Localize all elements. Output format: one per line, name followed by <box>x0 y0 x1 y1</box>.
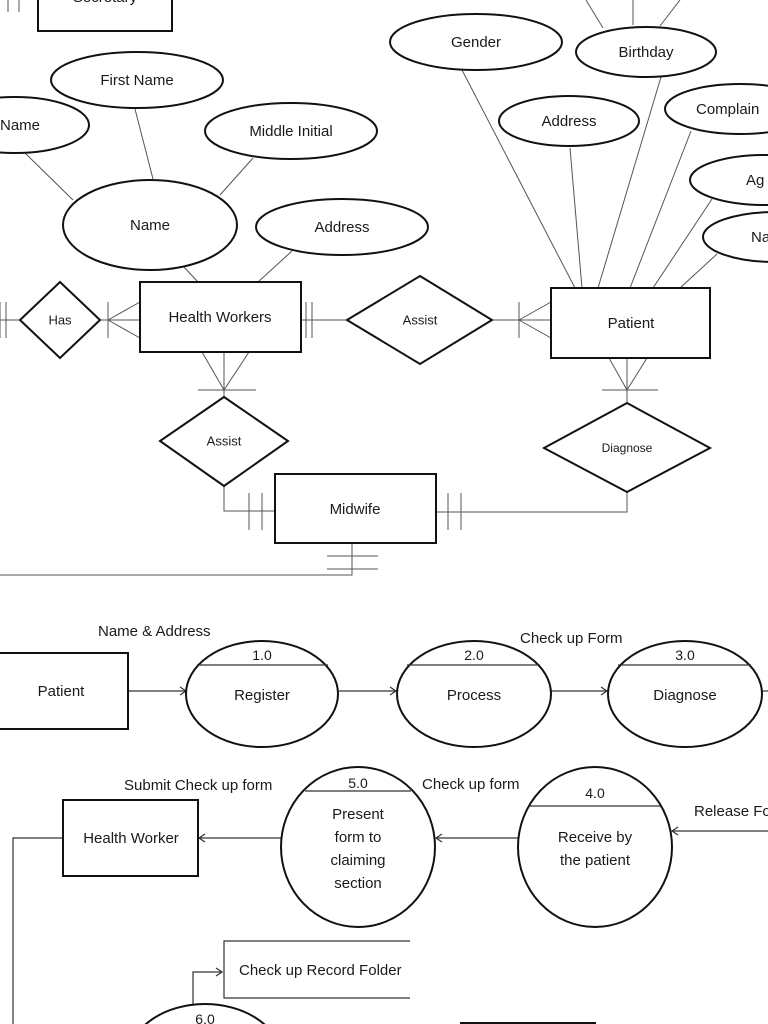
attribute-last-name[interactable]: Name <box>0 96 90 154</box>
entity-health-workers[interactable]: Health Workers <box>139 281 302 353</box>
process-id: 2.0 <box>464 647 484 663</box>
attribute-age[interactable]: Ag <box>689 154 768 206</box>
entity-midwife[interactable]: Midwife <box>274 473 437 544</box>
flow-label-submit-check-up-form: Submit Check up form <box>124 777 272 794</box>
process-label: form to <box>335 829 382 846</box>
attribute-label: Address <box>314 219 369 236</box>
attribute-label: Ag <box>746 172 764 189</box>
attribute-label: Name <box>130 217 170 234</box>
process-6[interactable]: 6.0 <box>128 1003 282 1024</box>
relationship-assist-midwife[interactable]: Assist <box>158 395 290 488</box>
flow-label-name-address: Name & Address <box>98 623 211 640</box>
relationship-label: Has <box>48 312 72 327</box>
process-label: claiming <box>330 852 385 869</box>
entity-patient[interactable]: Patient <box>550 287 711 359</box>
attribute-first-name[interactable]: First Name <box>50 51 224 109</box>
attribute-name[interactable]: Name <box>62 179 238 271</box>
process-label: Process <box>447 687 501 704</box>
flow-label-release-form: Release Fo <box>694 803 768 820</box>
attribute-label: Complain <box>696 101 759 118</box>
attribute-label: Name <box>0 117 40 134</box>
relationship-label: Assist <box>403 312 438 327</box>
attribute-patient-name[interactable]: Na <box>702 211 768 263</box>
process-id: 6.0 <box>195 1011 215 1024</box>
attribute-hw-address[interactable]: Address <box>255 198 429 256</box>
process-label: section <box>334 875 382 892</box>
process-1[interactable]: 1.0 Register <box>185 640 339 748</box>
dfd-flows <box>12 686 768 1024</box>
external-entity-label: Patient <box>38 683 86 700</box>
data-store-check-up-record-folder[interactable]: Check up Record Folder <box>223 940 410 999</box>
process-label: Receive by <box>558 829 633 846</box>
attribute-label: Address <box>541 113 596 130</box>
process-id: 1.0 <box>252 647 272 663</box>
relationship-label: Diagnose <box>602 441 653 455</box>
flow-label-check-up-form-top: Check up Form <box>520 630 623 647</box>
external-entity-patient[interactable]: Patient <box>0 652 129 730</box>
entity-secretary[interactable]: Secretary <box>37 0 173 32</box>
attribute-patient-address[interactable]: Address <box>498 95 640 147</box>
process-label: the patient <box>560 852 631 869</box>
entity-label: Secretary <box>73 0 138 6</box>
process-id: 3.0 <box>675 647 695 663</box>
attribute-label: Na <box>751 229 768 246</box>
attribute-gender[interactable]: Gender <box>389 13 563 71</box>
relationship-label: Assist <box>207 433 242 448</box>
process-3[interactable]: 3.0 Diagnose <box>607 640 763 748</box>
process-label: Present <box>332 806 385 823</box>
relationship-diagnose[interactable]: Diagnose <box>541 401 713 494</box>
attribute-label: Middle Initial <box>249 123 332 140</box>
process-id: 5.0 <box>348 775 368 791</box>
process-4[interactable]: 4.0 Receive by the patient <box>517 766 673 928</box>
attribute-label: First Name <box>100 72 173 89</box>
entity-label: Patient <box>608 315 656 332</box>
attribute-label: Gender <box>451 34 501 51</box>
attribute-birthday[interactable]: Birthday <box>575 26 717 78</box>
data-store-label: Check up Record Folder <box>239 962 402 979</box>
entity-label: Midwife <box>330 501 381 518</box>
attribute-middle-initial[interactable]: Middle Initial <box>204 102 378 160</box>
attribute-complaint[interactable]: Complain <box>664 83 768 135</box>
process-id: 4.0 <box>585 785 605 801</box>
process-label: Diagnose <box>653 687 716 704</box>
external-entity-label: Health Worker <box>83 830 179 847</box>
process-2[interactable]: 2.0 Process <box>396 640 552 748</box>
relationship-assist-patient[interactable]: Assist <box>345 274 494 366</box>
relationship-has[interactable]: Has <box>18 280 102 360</box>
attribute-label: Birthday <box>618 44 674 61</box>
external-entity-health-worker[interactable]: Health Worker <box>62 799 199 877</box>
entity-label: Health Workers <box>168 309 271 326</box>
flow-label-check-up-form: Check up form <box>422 776 520 793</box>
er-connectors <box>0 0 718 576</box>
process-label: Register <box>234 687 290 704</box>
process-5[interactable]: 5.0 Present form to claiming section <box>280 766 436 928</box>
